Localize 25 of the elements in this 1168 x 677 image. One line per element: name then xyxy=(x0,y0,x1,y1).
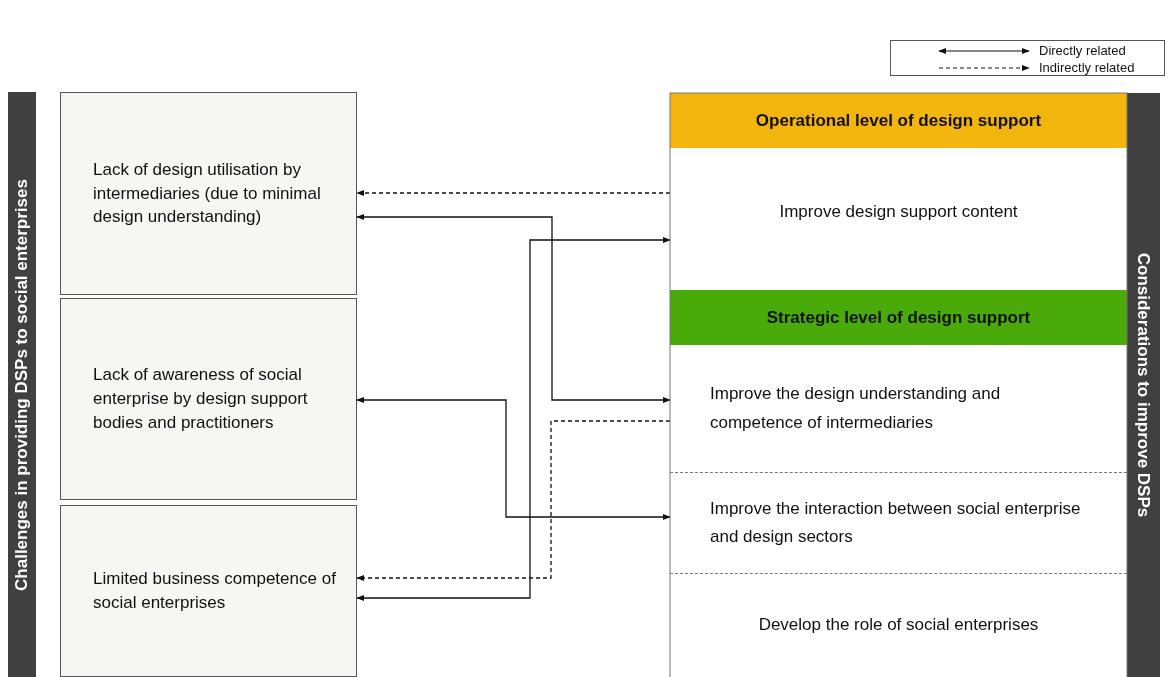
band-title: Considerations to improve DSPs xyxy=(1133,252,1154,518)
band-title: Challenges in providing DSPs to social enterprises xyxy=(12,178,32,591)
challenge-box xyxy=(60,92,357,295)
legend-text: Indirectly related xyxy=(1039,60,1135,75)
node-text: Improve design support content xyxy=(779,200,1018,223)
node-text: Limited business competence of social enterprises xyxy=(93,568,336,614)
node-text: Improve the design understanding and competence of intermediaries xyxy=(710,383,1002,434)
node-text: Improve the interaction between social enterprise and design sectors xyxy=(710,497,1082,548)
consideration-band xyxy=(1127,93,1160,677)
level-title: Strategic level of design support xyxy=(766,307,1031,328)
legend-text: Directly related xyxy=(1039,43,1126,58)
arrow xyxy=(356,396,671,521)
node-text: Develop the role of social enterprises xyxy=(758,614,1039,637)
dashed-arrow xyxy=(356,420,671,582)
node-text: Lack of awareness of social enterprise by design support bodies and practitioners xyxy=(93,364,309,434)
challenge-box xyxy=(60,298,357,500)
challenge-band xyxy=(8,92,36,677)
node-text: Lack of design utilisation by intermediaries (due to minimal design understanding) xyxy=(93,158,322,229)
challenge-box xyxy=(60,505,357,677)
dashed-arrow xyxy=(356,189,671,197)
level-title: Operational level of design support xyxy=(755,110,1042,131)
arrow xyxy=(356,236,671,602)
level-header xyxy=(670,93,1127,148)
arrow xyxy=(356,213,671,404)
level-header xyxy=(670,290,1127,345)
